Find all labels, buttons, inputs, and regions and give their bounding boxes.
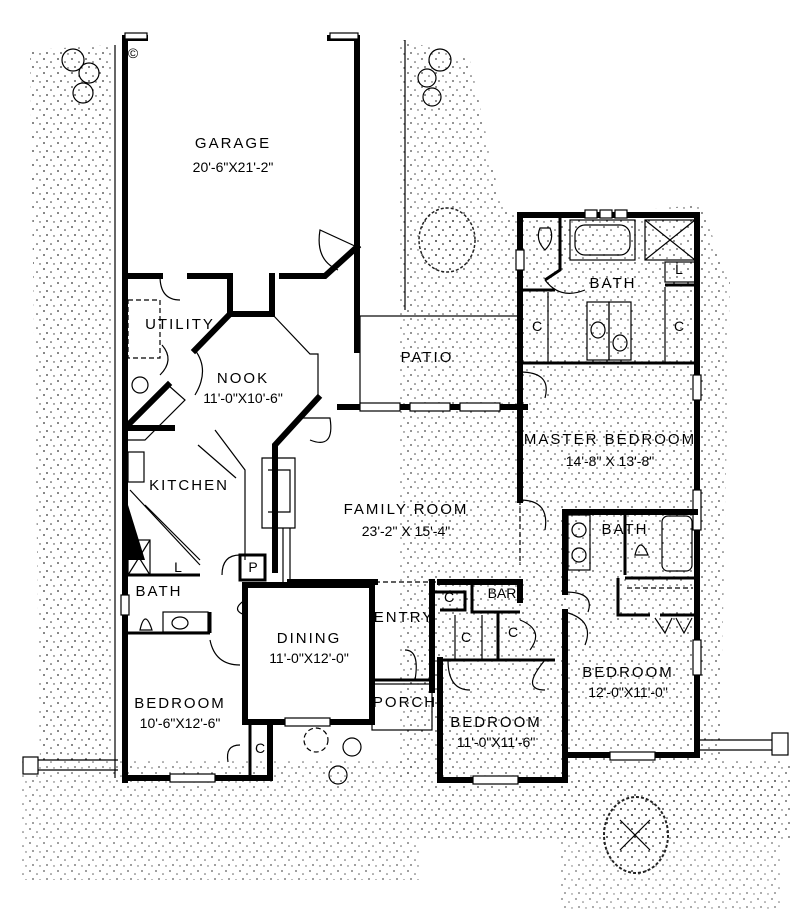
room-porch: PORCH [373,694,437,711]
room-labels: GARAGE 20'-6"X21'-2" UTILITY NOOK 11'-0"X10'… [134,135,696,750]
shrubs [61,48,669,874]
room-dimensions: 11'-0"X10'-6" [203,390,283,406]
room-dimensions: 10'-6"X12'-6" [140,715,221,731]
site-lines [22,40,789,778]
closet-tags: L C C P L C BAR C C C [174,261,684,756]
room-name: BEDROOM [450,714,542,731]
closet-tag: C [461,629,471,645]
room-dimensions: 11'-0"X11'-6" [457,734,536,750]
nook-kitchen-walls [123,299,332,582]
bedroom-2-walls [369,579,568,785]
room-dimensions: 12'-0"X11'-0" [588,684,668,700]
room-name: BEDROOM [582,664,674,681]
room-name: KITCHEN [149,477,229,494]
room-name: BATH [590,275,637,292]
dining-bedroom-4-walls [120,573,375,783]
room-name: PORCH [373,694,437,711]
room-name: BATH [136,583,183,600]
master-suite-walls [515,209,702,758]
room-name: BEDROOM [134,695,226,712]
closet-tag: L [675,261,683,277]
room-dimensions: 11'-0"X12'-0" [269,650,349,666]
room-dining: DINING 11'-0"X12'-0" [269,630,349,666]
room-bath-3: BATH [136,583,183,600]
room-name: DINING [277,630,342,647]
closet-tag: L [174,559,182,575]
room-bedroom-3: BEDROOM 12'-0"X11'-0" [582,664,674,700]
room-name: UTILITY [145,316,215,333]
closet-tag: P [248,559,257,575]
room-name: MASTER BEDROOM [524,431,696,448]
room-dimensions: 14'-8" X 13'-8" [566,453,654,469]
room-entry: ENTRY [374,609,435,626]
room-utility: UTILITY [145,316,215,333]
closet-tag: C [532,318,542,334]
copyright-icon: © [128,45,139,61]
closet-tag: C [444,589,454,605]
room-bedroom-2: BEDROOM 11'-0"X11'-6" [450,714,542,750]
room-name: GARAGE [195,135,271,152]
room-name: NOOK [217,370,269,387]
room-dimensions: 20'-6"X21'-2" [193,159,274,175]
room-master-bath: BATH [590,275,637,292]
closet-tag: C [508,624,518,640]
room-name: PATIO [401,349,454,366]
closet-tag: C [255,740,265,756]
room-bedroom-4: BEDROOM 10'-6"X12'-6" [134,695,226,731]
room-family-room: FAMILY ROOM 23'-2" X 15'-4" [344,501,469,539]
room-dimensions: 23'-2" X 15'-4" [362,523,450,539]
room-kitchen: KITCHEN [149,477,229,494]
room-name: BATH [602,521,649,538]
room-bath-2: BATH [602,521,649,538]
closet-tag: C [674,318,684,334]
room-master-bedroom: MASTER BEDROOM 14'-8" X 13'-8" [524,431,696,469]
room-patio: PATIO [401,349,454,366]
room-name: ENTRY [374,609,435,626]
garage-walls [122,32,362,783]
closet-tag: BAR [488,585,517,601]
room-name: FAMILY ROOM [344,501,469,518]
room-nook: NOOK 11'-0"X10'-6" [203,370,283,406]
patio [337,315,528,412]
room-garage: GARAGE 20'-6"X21'-2" [193,135,274,175]
